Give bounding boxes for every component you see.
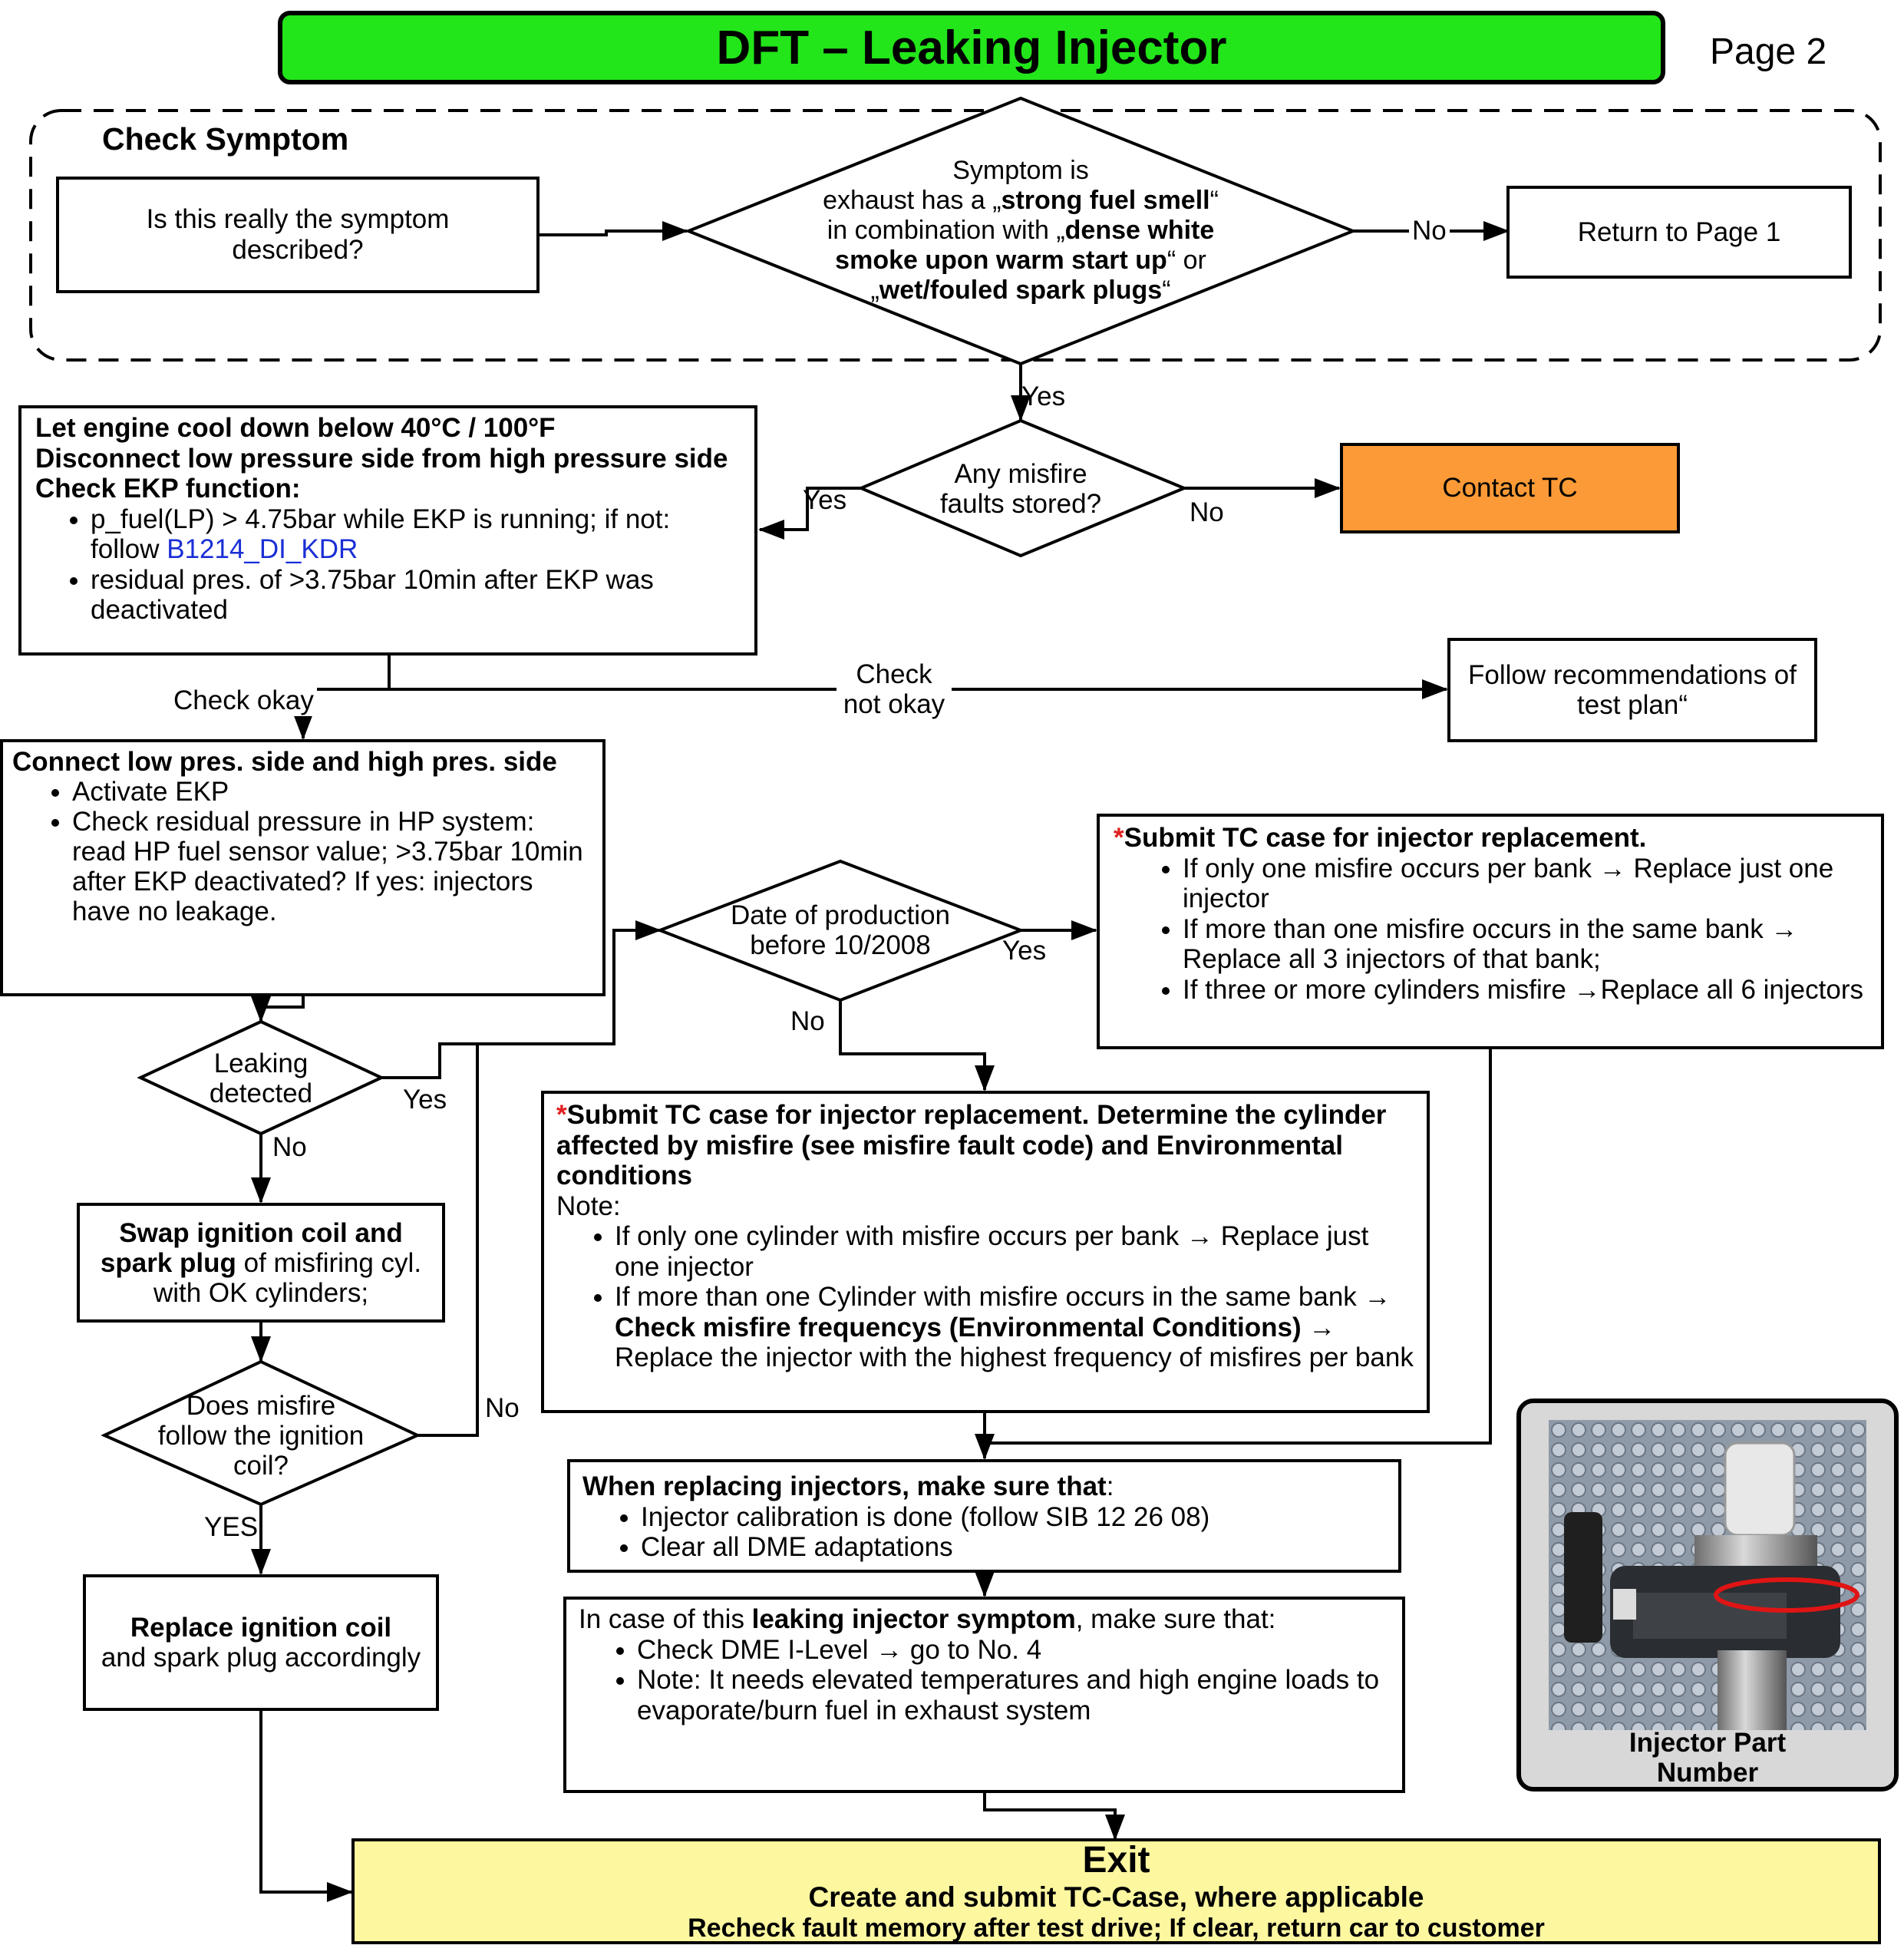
check-residual-pressure: Check residual pressure in HP system: re… — [72, 807, 592, 926]
date-yes-label: Yes — [1002, 936, 1047, 966]
injector-calibration: Injector calibration is done (follow SIB… — [641, 1502, 1388, 1533]
follow-diamond-label: Does misfire follow the ignition coil? — [157, 1390, 365, 1481]
leaking-diamond — [137, 1019, 385, 1136]
exit-box: Exit Create and submit TC-Case, where ap… — [351, 1838, 1881, 1944]
misfire-yes-label: Yes — [803, 485, 847, 515]
injector-photo — [1549, 1420, 1866, 1730]
symptom-no-label: No — [1409, 216, 1450, 246]
leaking-symptom-title: In case of this leaking injector symptom… — [579, 1604, 1276, 1634]
contact-tc-box: Contact TC — [1340, 443, 1680, 533]
note-label: Note: — [556, 1191, 621, 1221]
follow-recommendations-box: Follow recommendations of test plan“ — [1447, 638, 1817, 742]
page-number: Page 2 — [1710, 31, 1827, 72]
misfire-diamond — [856, 418, 1189, 558]
injector-photo-caption: Injector Part Number — [1628, 1728, 1787, 1788]
elevated-temperature-note: Note: It needs elevated temperatures and… — [637, 1665, 1391, 1725]
leaking-yes-label: Yes — [403, 1085, 447, 1115]
check-dme-level: Check DME I-Level → go to No. 4 — [637, 1635, 1391, 1666]
when-replacing-box: When replacing injectors, make sure that… — [567, 1459, 1401, 1573]
symptom-diamond — [684, 96, 1358, 366]
follow-recommendations: Follow recommendations of test plan“ — [1468, 660, 1797, 720]
three-misfire-rule: If three or more cylinders misfire →Repl… — [1183, 975, 1870, 1006]
ekp-pressure-check: p_fuel(LP) > 4.75bar while EKP is runnin… — [91, 504, 742, 565]
swap-ignition-coil-box: Swap ignition coil and spark plug of mis… — [77, 1203, 445, 1323]
check-symptom-region — [29, 109, 1882, 362]
date-no-label: No — [790, 1006, 825, 1036]
symptom-question-box: Is this really the symptom described? — [56, 177, 540, 293]
follow-yes-label: YES — [204, 1512, 259, 1542]
misfire-no-label: No — [1190, 497, 1224, 527]
return-to-page-1: Return to Page 1 — [1577, 216, 1781, 247]
replace-ignition-coil: Replace ignition coil — [130, 1613, 392, 1643]
leaking-no-label: No — [272, 1132, 307, 1162]
check-okay-label: Check okay — [170, 685, 317, 716]
exit-create-case: Create and submit TC-Case, where applica… — [808, 1881, 1424, 1914]
when-replacing-title: When replacing injectors, make sure that… — [582, 1471, 1114, 1501]
disconnect-step: Disconnect low pressure side from high p… — [35, 443, 728, 474]
submit-tc-case-box-1: *Submit TC case for injector replacement… — [1097, 814, 1884, 1049]
page-title: DFT – Leaking Injector — [278, 11, 1665, 84]
misfire-diamond-label: Any misfire faults stored? — [939, 459, 1102, 519]
symptom-yes-label: Yes — [1021, 381, 1066, 411]
b1214-link[interactable]: B1214_DI_KDR — [167, 534, 358, 564]
cool-down-step: Let engine cool down below 40°C / 100°F — [35, 413, 556, 443]
cool-down-box: Let engine cool down below 40°C / 100°F … — [18, 405, 757, 656]
exit-title: Exit — [1082, 1840, 1150, 1881]
date-diamond — [655, 859, 1025, 1002]
one-misfire-rule: If only one misfire occurs per bank → Re… — [1183, 854, 1870, 914]
replace-spark-plug: and spark plug accordingly — [101, 1643, 421, 1673]
symptom-question: Is this really the symptom described? — [146, 204, 450, 265]
return-to-page-1-box: Return to Page 1 — [1506, 186, 1852, 279]
injector-photo-frame: Injector Part Number — [1516, 1399, 1899, 1792]
multiple-cylinder-rule: If more than one Cylinder with misfire o… — [615, 1282, 1416, 1373]
contact-tc: Contact TC — [1442, 473, 1578, 503]
submit-tc-case-box-2: *Submit TC case for injector replacement… — [541, 1091, 1430, 1413]
check-symptom-header: Check Symptom — [102, 121, 349, 157]
multiple-misfire-rule: If more than one misfire occurs in the s… — [1183, 914, 1870, 975]
residual-pressure-check: residual pres. of >3.75bar 10min after E… — [91, 565, 742, 626]
follow-no-label: No — [485, 1393, 520, 1423]
submit-tc-title-2: *Submit TC case for injector replacement… — [556, 1100, 1387, 1191]
submit-tc-title-1: *Submit TC case for injector replacement… — [1114, 823, 1647, 853]
connect-box: Connect low pres. side and high pres. si… — [0, 739, 606, 996]
swap-ignition-coil: Swap ignition coil and spark plug of mis… — [100, 1217, 422, 1308]
replace-ignition-coil-box: Replace ignition coil and spark plug acc… — [83, 1574, 439, 1711]
exit-recheck: Recheck fault memory after test drive; I… — [688, 1913, 1545, 1943]
date-diamond-label: Date of production before 10/2008 — [730, 900, 950, 960]
check-ekp-step: Check EKP function: — [35, 474, 301, 504]
leaking-symptom-box: In case of this leaking injector symptom… — [563, 1597, 1405, 1793]
symptom-diamond-label: Symptom is exhaust has a „strong fuel sm… — [823, 155, 1219, 305]
connect-title: Connect low pres. side and high pres. si… — [12, 747, 557, 777]
one-cylinder-rule: If only one cylinder with misfire occurs… — [615, 1221, 1416, 1282]
clear-dme-adaptations: Clear all DME adaptations — [641, 1532, 1388, 1563]
follow-diamond — [101, 1359, 421, 1507]
activate-ekp: Activate EKP — [72, 777, 592, 807]
leaking-diamond-label: Leaking detected — [209, 1049, 313, 1108]
